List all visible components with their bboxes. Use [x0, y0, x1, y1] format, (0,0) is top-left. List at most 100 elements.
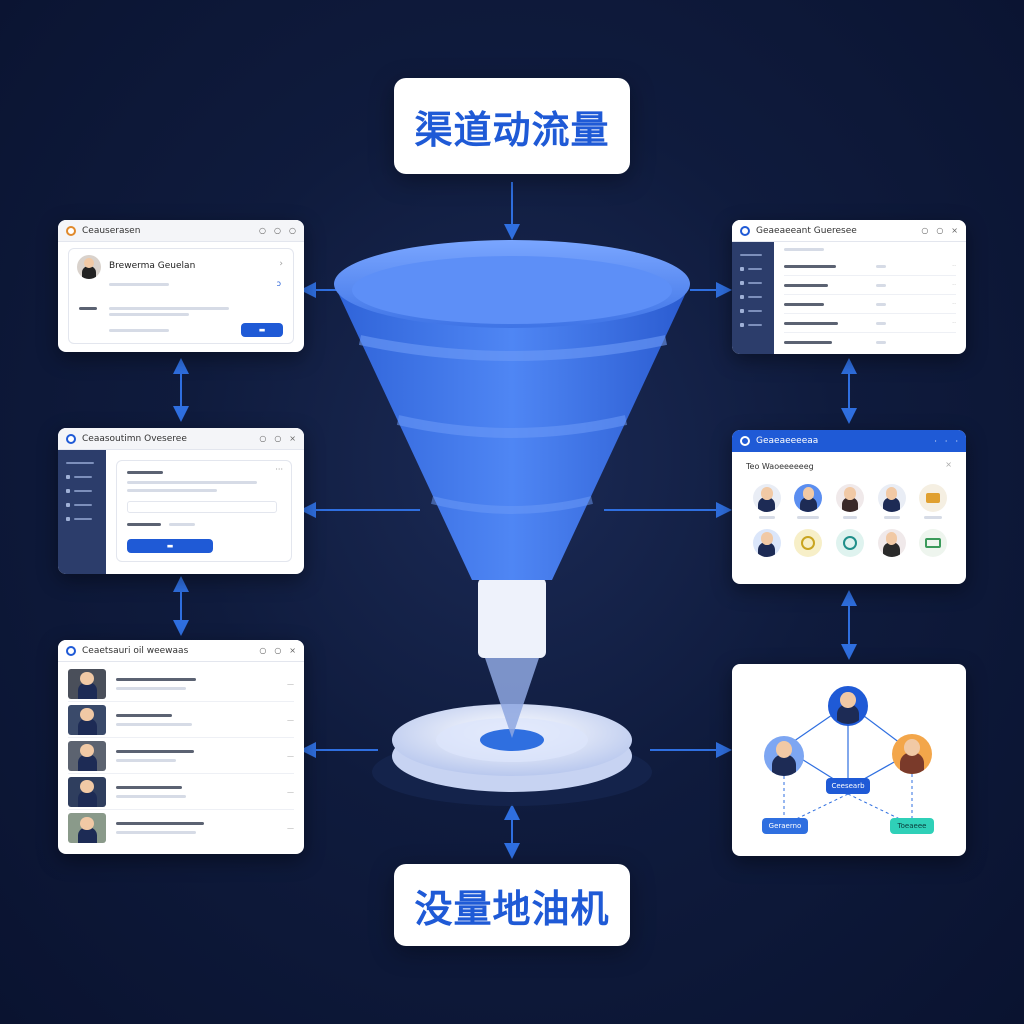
table-row[interactable]: ·· [784, 295, 956, 314]
sidebar-item[interactable] [58, 512, 106, 526]
team-window-title: Geaeaeeeeaa [756, 436, 819, 446]
table-row[interactable]: ·· [784, 314, 956, 333]
minimize-icon[interactable]: ○ [259, 434, 267, 443]
app-logo-icon [740, 436, 750, 446]
app-logo-icon [66, 225, 76, 236]
sidebar-item[interactable] [732, 276, 774, 290]
bottom-label: 没量地油机 [414, 886, 610, 931]
close-icon[interactable]: ○ [289, 226, 296, 235]
team-avatar[interactable] [877, 484, 906, 512]
sidebar-item[interactable] [58, 484, 106, 498]
app-logo-icon [66, 433, 76, 444]
team-avatar[interactable] [794, 529, 823, 557]
maximize-icon[interactable]: · [944, 436, 948, 446]
list-item[interactable]: — [68, 774, 294, 810]
profile-action-button[interactable]: ▬ [241, 323, 283, 337]
list-item[interactable]: — [68, 738, 294, 774]
app-logo-icon [66, 645, 76, 656]
team-subtitle: Teo Waoeeeeeeg [746, 462, 814, 471]
maximize-icon[interactable]: ○ [274, 434, 282, 443]
maximize-icon[interactable]: ○ [936, 226, 944, 235]
table-row[interactable]: ·· [784, 276, 956, 295]
network-node-right-avatar[interactable] [892, 734, 932, 774]
sidebar-item[interactable] [58, 456, 106, 470]
minimize-icon[interactable]: ○ [259, 226, 267, 235]
table-sidebar [732, 242, 774, 354]
list-item[interactable]: — [68, 810, 294, 846]
more-icon[interactable]: ··· [275, 465, 283, 474]
person-photo [68, 668, 106, 699]
more-icon[interactable]: — [287, 824, 294, 832]
people-list-panel: Ceaetsauri oil weewaas ○ ○ × — — — — — [58, 640, 304, 854]
close-icon[interactable]: × [951, 226, 958, 235]
more-icon[interactable]: — [287, 715, 294, 724]
sidebar-item[interactable] [732, 290, 774, 304]
form-sidebar [58, 450, 106, 574]
network-node-top-avatar[interactable] [828, 686, 868, 726]
list-item[interactable]: — [68, 666, 294, 702]
network-center-node[interactable]: Ceesearb [826, 778, 870, 794]
sidebar-item[interactable] [732, 248, 774, 262]
person-photo [68, 813, 106, 843]
profile-panel: Ceauserasen ○ ○ ○ Brewerma Geuelan › ↄ ▬ [58, 220, 304, 352]
maximize-icon[interactable]: ○ [274, 646, 282, 655]
network-node-left-avatar[interactable] [764, 736, 804, 776]
team-avatar[interactable] [794, 484, 823, 512]
person-photo [68, 704, 106, 735]
sidebar-item[interactable] [732, 318, 774, 332]
base-hole [480, 729, 544, 751]
folder-icon[interactable] [919, 484, 948, 512]
minimize-icon[interactable]: · [934, 436, 937, 446]
sidebar-item[interactable] [732, 304, 774, 318]
link-icon[interactable]: ↄ [276, 279, 281, 288]
table-titlebar: Geaeaeeant Gueresee ○ ○ × [732, 220, 966, 242]
team-avatar[interactable] [752, 484, 781, 512]
table-row[interactable]: ·· [784, 257, 956, 276]
close-icon[interactable]: × [945, 460, 952, 469]
sidebar-item[interactable] [58, 498, 106, 512]
more-icon[interactable]: — [287, 679, 294, 688]
card-icon[interactable] [919, 529, 948, 557]
more-icon[interactable]: — [287, 751, 294, 760]
profile-titlebar: Ceauserasen ○ ○ ○ [58, 220, 304, 242]
profile-window-title: Ceauserasen [82, 225, 141, 236]
funnel-tip [484, 655, 540, 738]
top-label-box: 渠道动流量 [394, 78, 630, 174]
chevron-right-icon[interactable]: › [279, 259, 283, 269]
minimize-icon[interactable]: ○ [921, 226, 929, 235]
person-photo [68, 740, 106, 771]
team-avatar[interactable] [835, 529, 864, 557]
form-input[interactable] [127, 501, 277, 513]
team-avatar-grid [746, 484, 954, 557]
sidebar-item[interactable] [732, 262, 774, 276]
close-icon[interactable]: × [289, 434, 296, 443]
table-row[interactable] [784, 333, 956, 352]
bottom-label-box: 没量地油机 [394, 864, 630, 946]
table-window-title: Geaeaeeant Gueresee [756, 225, 857, 236]
maximize-icon[interactable]: ○ [274, 226, 282, 235]
sidebar-item[interactable] [58, 470, 106, 484]
minimize-icon[interactable]: ○ [259, 646, 267, 655]
team-titlebar: Geaeaeeeeaa · · · [732, 430, 966, 452]
app-logo-icon [740, 225, 750, 236]
form-window-title: Ceaasoutimn Oveseree [82, 433, 187, 444]
list-item[interactable]: — [68, 702, 294, 738]
team-avatar[interactable] [752, 529, 781, 557]
form-titlebar: Ceaasoutimn Oveseree ○ ○ × [58, 428, 304, 450]
team-avatar[interactable] [877, 529, 906, 557]
network-panel: Ceesearb Geraerno Toeaeee [732, 664, 966, 856]
form-submit-button[interactable]: ▬ [127, 539, 213, 553]
network-right-node[interactable]: Toeaeee [890, 818, 934, 834]
close-icon[interactable]: · [955, 436, 958, 446]
table-panel: Geaeaeeant Gueresee ○ ○ × ·· ·· ·· ·· [732, 220, 966, 354]
profile-avatar [77, 255, 101, 279]
funnel-neck [478, 578, 546, 658]
people-titlebar: Ceaetsauri oil weewaas ○ ○ × [58, 640, 304, 662]
people-window-title: Ceaetsauri oil weewaas [82, 645, 189, 656]
profile-name: Brewerma Geuelan [109, 261, 196, 271]
more-icon[interactable]: — [287, 787, 294, 796]
close-icon[interactable]: × [289, 646, 296, 655]
network-left-node[interactable]: Geraerno [762, 818, 808, 834]
team-avatar[interactable] [835, 484, 864, 512]
